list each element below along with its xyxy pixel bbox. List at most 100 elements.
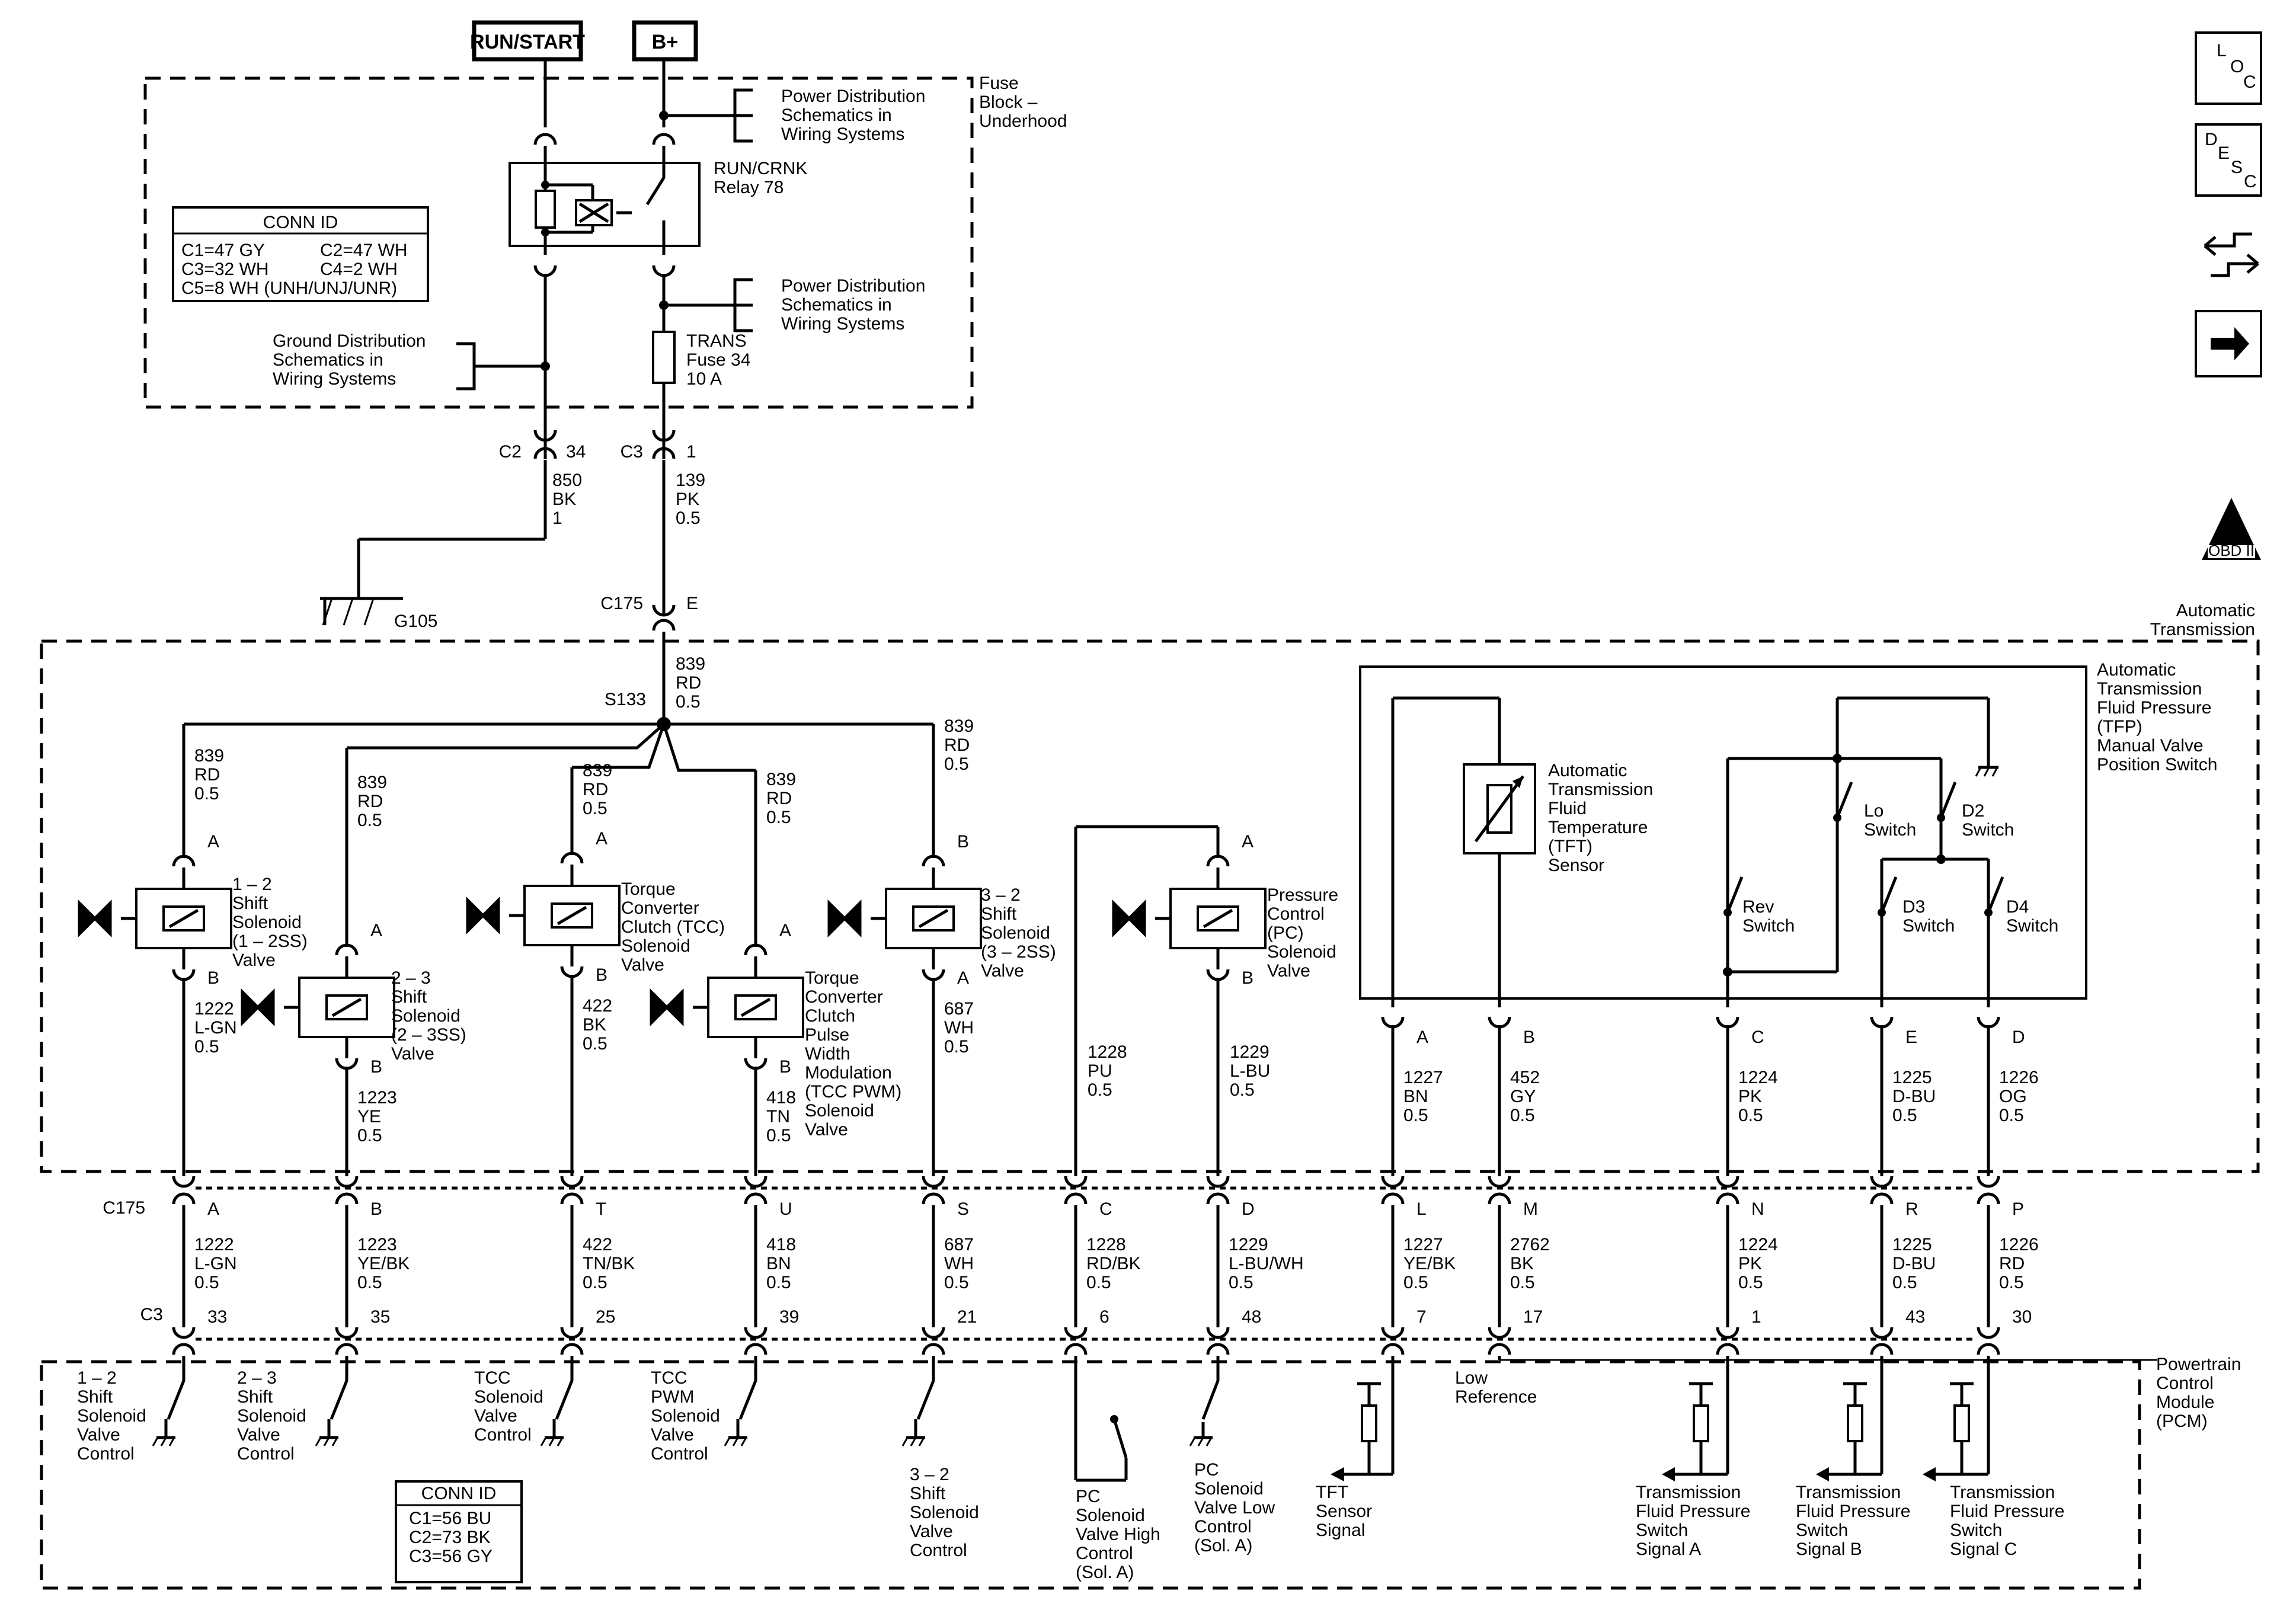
solenoid-label: Solenoid xyxy=(1267,942,1336,962)
wire-label: 418 xyxy=(766,1235,796,1254)
splice-wire-label: 839 xyxy=(676,654,705,674)
connector-female xyxy=(922,854,945,867)
connector-female xyxy=(172,1343,196,1355)
conn-id-row: C1=47 GY xyxy=(181,241,265,260)
wire-segment xyxy=(1983,767,1990,777)
wire-label: 0.5 xyxy=(1510,1106,1535,1125)
pcm-function-label: Solenoid xyxy=(77,1406,146,1426)
connector-male xyxy=(1870,1327,1894,1339)
solenoid-label: Pulse xyxy=(805,1025,849,1045)
connector-male xyxy=(1206,1327,1230,1339)
pin-label: A xyxy=(1416,1028,1428,1047)
obd-icon-text: II xyxy=(2227,522,2236,540)
pcm-driver-switch xyxy=(738,1380,757,1420)
connector-male xyxy=(744,1327,768,1339)
signal-arrow-icon xyxy=(1923,1467,1936,1481)
wire-label: 1228 xyxy=(1088,1042,1127,1062)
ground-ref-label: Wiring Systems xyxy=(273,369,396,389)
switch-label: Rev xyxy=(1742,897,1774,917)
pcm-outline xyxy=(40,1360,2141,1590)
wire-label: 0.5 xyxy=(583,1273,607,1292)
feed-wire-label: 0.5 xyxy=(676,508,701,528)
pcm-function-label: Valve xyxy=(77,1425,120,1445)
bplus-label: B+ xyxy=(652,31,678,53)
tfp-label: Transmission xyxy=(2097,679,2202,699)
fuse-label: 10 A xyxy=(686,369,722,389)
tfp-label: Manual Valve xyxy=(2097,736,2204,756)
solenoid-label: Clutch (TCC) xyxy=(621,917,725,937)
connector-male xyxy=(1488,1176,1511,1188)
wire-label: RD xyxy=(1999,1254,2025,1273)
wire-label: 2762 xyxy=(1510,1235,1550,1254)
pcm-ground xyxy=(160,1437,167,1446)
connector-male xyxy=(1381,1327,1405,1339)
pin-label: D xyxy=(2012,1028,2025,1047)
pin-label: D xyxy=(1242,1199,1255,1219)
pin-label: 39 xyxy=(779,1307,799,1327)
pin-label: 25 xyxy=(596,1307,615,1327)
wire-label: YE/BK xyxy=(1403,1254,1456,1273)
wire-label: 0.5 xyxy=(583,1034,607,1054)
pcm-ground xyxy=(540,1437,547,1446)
pcm-function-label: (Sol. A) xyxy=(1194,1536,1252,1555)
pin-label: A xyxy=(1242,832,1253,852)
pcm-driver-switch xyxy=(555,1380,574,1420)
pin-label: B xyxy=(779,1057,791,1077)
connector-female xyxy=(172,1192,196,1205)
connector-female xyxy=(744,1343,768,1355)
pin-label: 48 xyxy=(1242,1307,1261,1327)
pin-label: 35 xyxy=(370,1307,390,1327)
tft-variable-arrow xyxy=(1474,775,1525,843)
wire-label: 0.5 xyxy=(1230,1080,1255,1100)
pd-ref-label: Wiring Systems xyxy=(781,124,904,144)
wire-label: WH xyxy=(944,1254,974,1273)
desc-icon xyxy=(2195,123,2262,197)
relay-coil xyxy=(578,202,609,223)
pcm-function-label: Sensor xyxy=(1316,1502,1372,1521)
solenoid-label: 2 – 3 xyxy=(391,968,431,988)
connector-female xyxy=(335,1343,359,1355)
connector-male xyxy=(922,1327,945,1339)
connector-male xyxy=(1977,1327,2000,1339)
connector-female xyxy=(1206,1192,1230,1205)
wire-label: BK xyxy=(583,1015,606,1035)
wire-label: 452 xyxy=(1510,1068,1540,1087)
connector-male xyxy=(652,604,676,617)
desc-icon-letter: S xyxy=(2231,158,2243,177)
feed-wire-label: 139 xyxy=(676,470,705,490)
pcm-function-label: Solenoid xyxy=(474,1387,543,1407)
connector-male xyxy=(1206,1176,1230,1188)
pcm-function-label: Low xyxy=(1455,1368,1488,1388)
pcm-function-label: 3 – 2 xyxy=(910,1465,949,1484)
run-start-label: RUN/START xyxy=(470,31,585,53)
solenoid-label: Valve xyxy=(981,961,1024,981)
connector-female xyxy=(744,943,768,956)
solenoid-label: 1 – 2 xyxy=(232,875,272,894)
wire-path xyxy=(347,723,665,750)
pcm-function-label: Control xyxy=(910,1541,967,1560)
pin-label: B xyxy=(370,1199,382,1219)
pcm-ground xyxy=(1205,1437,1213,1446)
splice-wire-label: 0.5 xyxy=(676,692,701,712)
wire-label: PK xyxy=(1738,1087,1762,1106)
connector-female xyxy=(1206,1343,1230,1355)
ground-label: G105 xyxy=(394,612,437,631)
arrow-right-icon xyxy=(2211,327,2249,360)
wire-label: 0.5 xyxy=(1403,1106,1428,1125)
switch-label: D4 xyxy=(2006,897,2029,917)
pcm-function-label: Transmission xyxy=(1950,1483,2055,1502)
ground-wire-label: BK xyxy=(552,489,576,509)
pcm-function-label: Signal B xyxy=(1796,1539,1862,1559)
wire-label: 839 xyxy=(194,746,224,766)
conn-id-table xyxy=(172,206,429,302)
relay-resistor xyxy=(535,190,556,229)
pcm-function-label: Solenoid xyxy=(651,1406,720,1426)
wire-label: 0.5 xyxy=(766,1126,791,1145)
pcm-function-label: Solenoid xyxy=(910,1503,979,1522)
connector-male xyxy=(560,1176,584,1188)
transmission-label: Automatic xyxy=(2176,601,2255,620)
connector-male xyxy=(922,1176,945,1188)
d2-switch xyxy=(1939,782,1957,818)
wire-label: 422 xyxy=(583,996,612,1016)
wire-path xyxy=(572,724,666,769)
